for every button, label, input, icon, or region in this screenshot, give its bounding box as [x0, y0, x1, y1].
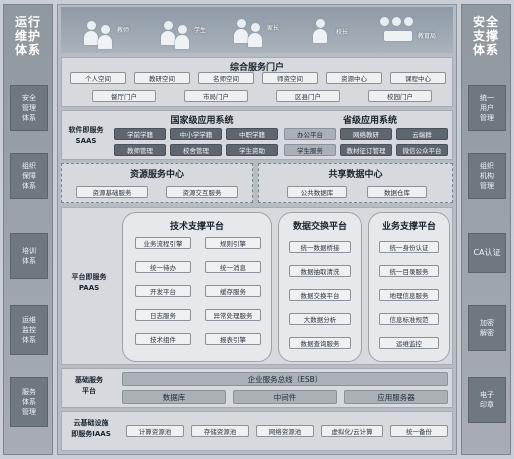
ops-monitoring: 运维监控: [379, 337, 439, 349]
data-warehouse: 数据仓库: [367, 186, 427, 198]
parent-icon: 家长: [231, 11, 291, 53]
education-bureau-icon: 教育局: [376, 11, 436, 53]
portal-master-teacher-space: 名师空间: [198, 72, 254, 84]
national-apps-title: 国家级应用系统: [170, 116, 234, 126]
app-cloud-group: 云端群: [396, 128, 448, 140]
app-office-platform: 办公平台: [284, 128, 336, 140]
exception-handling-service: 异常处理服务: [205, 309, 261, 321]
tech-components: 技术组件: [135, 333, 191, 345]
geo-info-service: 地理信息服务: [379, 289, 439, 301]
data-exchange-platform: 数据交换平台 统一数据桥接 数据抽取清洗 数据交换平台 大数据分析 数据查询服务: [278, 212, 362, 362]
app-online-research: 网络教研: [340, 128, 392, 140]
saas-section: 软件即服务 SAAS 国家级应用系统 省级应用系统 学前学籍 中小学学籍 中职学…: [61, 110, 453, 160]
iaas-label: 云基础设施 即服务IAAS: [71, 419, 111, 438]
exchange-platform-title: 数据交换平台: [292, 222, 347, 232]
workflow-engine: 业务流程引擎: [135, 237, 191, 249]
data-query-service: 数据查询服务: [289, 337, 351, 349]
portal-provincial-portal: 督厅门户: [92, 90, 156, 102]
provincial-apps-title: 省级应用系统: [342, 116, 397, 126]
cache-service: 缓存服务: [205, 285, 261, 297]
data-exchange: 数据交换平台: [289, 289, 351, 301]
portal-teaching-space: 教研空间: [134, 72, 190, 84]
architecture-main: 教师 学生 家长 校长 教育局 综合服务门户 个人空间 教研空间 名师空间 师资…: [57, 4, 457, 455]
operations-maintenance-column: 运行 维护 体系 安全 管理 体系 组织 保障 体系 培训 体系 运维 监控 体…: [3, 4, 53, 455]
security-support-column: 安全 支撑 体系 统一 用户 管理 组织 机构 管理 CA认证 加密 解密 电子…: [461, 4, 511, 455]
organization-assurance-box: 组织 保障 体系: [10, 153, 48, 199]
unified-messaging: 统一消息: [205, 261, 261, 273]
saas-label: 软件即服务 SAAS: [68, 126, 104, 145]
app-wechat-platform: 微信公众平台: [396, 144, 448, 156]
portal-title: 综合服务门户: [229, 63, 284, 73]
portal-resource-center: 资源中心: [326, 72, 382, 84]
shared-data-center: 共享数据中心 公共数据库 数据仓库: [258, 163, 453, 203]
ca-auth-box: CA认证: [468, 233, 506, 273]
data-center-title: 共享数据中心: [328, 170, 383, 180]
integrated-portal-section: 综合服务门户 个人空间 教研空间 名师空间 师资空间 资源中心 课程中心 督厅门…: [61, 57, 453, 107]
iaas-section: 云基础设施 即服务IAAS 计算资源池 存储资源池 网络资源池 虚拟化/云计算 …: [61, 411, 453, 451]
unified-backup: 统一备份: [390, 425, 448, 437]
portal-district-portal: 区县门户: [276, 90, 340, 102]
big-data-analytics: 大数据分析: [289, 313, 351, 325]
app-preschool-registry: 学前学籍: [114, 128, 166, 140]
portal-city-portal: 市局门户: [184, 90, 248, 102]
encryption-box: 加密 解密: [468, 305, 506, 351]
paas-section: 平台即服务 PAAS 技术支撑平台 业务流程引擎 规则引擎 统一待办 统一消息 …: [61, 207, 453, 365]
development-platform: 开发平台: [135, 285, 191, 297]
portal-campus-portal: 校园门户: [368, 90, 432, 102]
security-management-box: 安全 管理 体系: [10, 85, 48, 131]
principal-icon: 校长: [306, 11, 366, 53]
security-support-title: 安全 支撑 体系: [472, 15, 499, 57]
resource-service-center: 资源服务中心 资源基础服务 资源交互服务: [61, 163, 253, 203]
public-database: 公共数据库: [287, 186, 347, 198]
portal-personal-space: 个人空间: [70, 72, 126, 84]
resource-center-title: 资源服务中心: [129, 170, 184, 180]
infrastructure-service-section: 基础服务 平台 企业服务总线（ESB） 数据库 中间件 应用服务器: [61, 368, 453, 408]
log-service: 日志服务: [135, 309, 191, 321]
resource-interaction-service: 资源交互服务: [166, 186, 238, 198]
unified-identity-auth: 统一身份认证: [379, 241, 439, 253]
enterprise-service-bus: 企业服务总线（ESB）: [122, 372, 448, 386]
app-textbook-ordering: 教材征订管理: [340, 144, 392, 156]
training-box: 培训 体系: [10, 233, 48, 279]
paas-label: 平台即服务 PAAS: [71, 273, 107, 292]
app-teacher-management: 教师管理: [114, 144, 166, 156]
resource-basic-service: 资源基础服务: [76, 186, 148, 198]
storage-pool: 存储资源池: [191, 425, 249, 437]
users-band: 教师 学生 家长 校长 教育局: [61, 7, 453, 53]
infra-label: 基础服务 平台: [75, 376, 103, 395]
ops-monitoring-box: 运维 监控 体系: [10, 305, 48, 355]
portal-faculty-space: 师资空间: [262, 72, 318, 84]
unified-data-bridge: 统一数据桥接: [289, 241, 351, 253]
business-platform-title: 业务支撑平台: [381, 222, 436, 232]
app-student-services: 学生服务: [284, 144, 336, 156]
info-standards: 信息标准规范: [379, 313, 439, 325]
teacher-icon: 教师: [81, 11, 141, 53]
service-management-box: 服务 体系 管理: [10, 377, 48, 427]
database: 数据库: [122, 390, 226, 404]
business-support-platform: 业务支撑平台 统一身份认证 统一目录服务 地理信息服务 信息标准规范 运维监控: [368, 212, 450, 362]
app-vocational-registry: 中职学籍: [226, 128, 278, 140]
operations-maintenance-title: 运行 维护 体系: [14, 15, 41, 57]
middleware: 中间件: [233, 390, 337, 404]
e-seal-box: 电子 印章: [468, 377, 506, 423]
virtualization-cloud: 虚拟化/云计算: [321, 425, 383, 437]
compute-pool: 计算资源池: [126, 425, 184, 437]
application-server: 应用服务器: [344, 390, 448, 404]
tech-platform-title: 技术支撑平台: [169, 222, 224, 232]
student-icon: 学生: [156, 11, 216, 53]
rules-engine: 规则引擎: [205, 237, 261, 249]
technical-support-platform: 技术支撑平台 业务流程引擎 规则引擎 统一待办 统一消息 开发平台 缓存服务 日…: [122, 212, 272, 362]
data-extraction-cleaning: 数据抽取清洗: [289, 265, 351, 277]
report-engine: 报表引擎: [205, 333, 261, 345]
unified-user-management-box: 统一 用户 管理: [468, 85, 506, 131]
unified-todo: 统一待办: [135, 261, 191, 273]
unified-directory-service: 统一目录服务: [379, 265, 439, 277]
app-school-building-management: 校舍管理: [170, 144, 222, 156]
org-management-box: 组织 机构 管理: [468, 153, 506, 199]
portal-course-center: 课程中心: [390, 72, 446, 84]
app-k12-registry: 中小学学籍: [170, 128, 222, 140]
app-student-aid: 学生资助: [226, 144, 278, 156]
network-pool: 网络资源池: [256, 425, 314, 437]
